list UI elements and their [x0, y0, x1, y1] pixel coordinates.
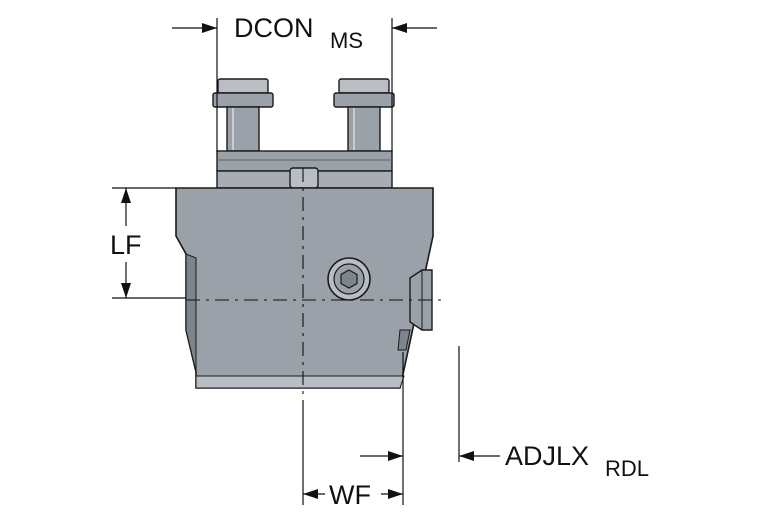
- cartridge-body: [175, 187, 434, 389]
- lf-label: LF: [110, 230, 142, 260]
- left-clamp-screw: [212, 78, 274, 152]
- right-clamp-screw: [333, 78, 395, 152]
- lf-dimension: [112, 187, 186, 299]
- adjlx-label: ADJLX: [505, 441, 589, 471]
- adjlx-dimension: [458, 346, 500, 462]
- wf-dimension: [302, 352, 404, 505]
- wf-label: WF: [329, 480, 371, 510]
- center-pin: [289, 167, 319, 189]
- dcon-dimension: [172, 18, 437, 152]
- hex-socket-screw: [327, 257, 371, 301]
- dcon-subscript: MS: [330, 28, 363, 53]
- dcon-label: DCON: [234, 13, 314, 43]
- adjlx-subscript: RDL: [605, 456, 649, 481]
- center-lines: [186, 168, 446, 400]
